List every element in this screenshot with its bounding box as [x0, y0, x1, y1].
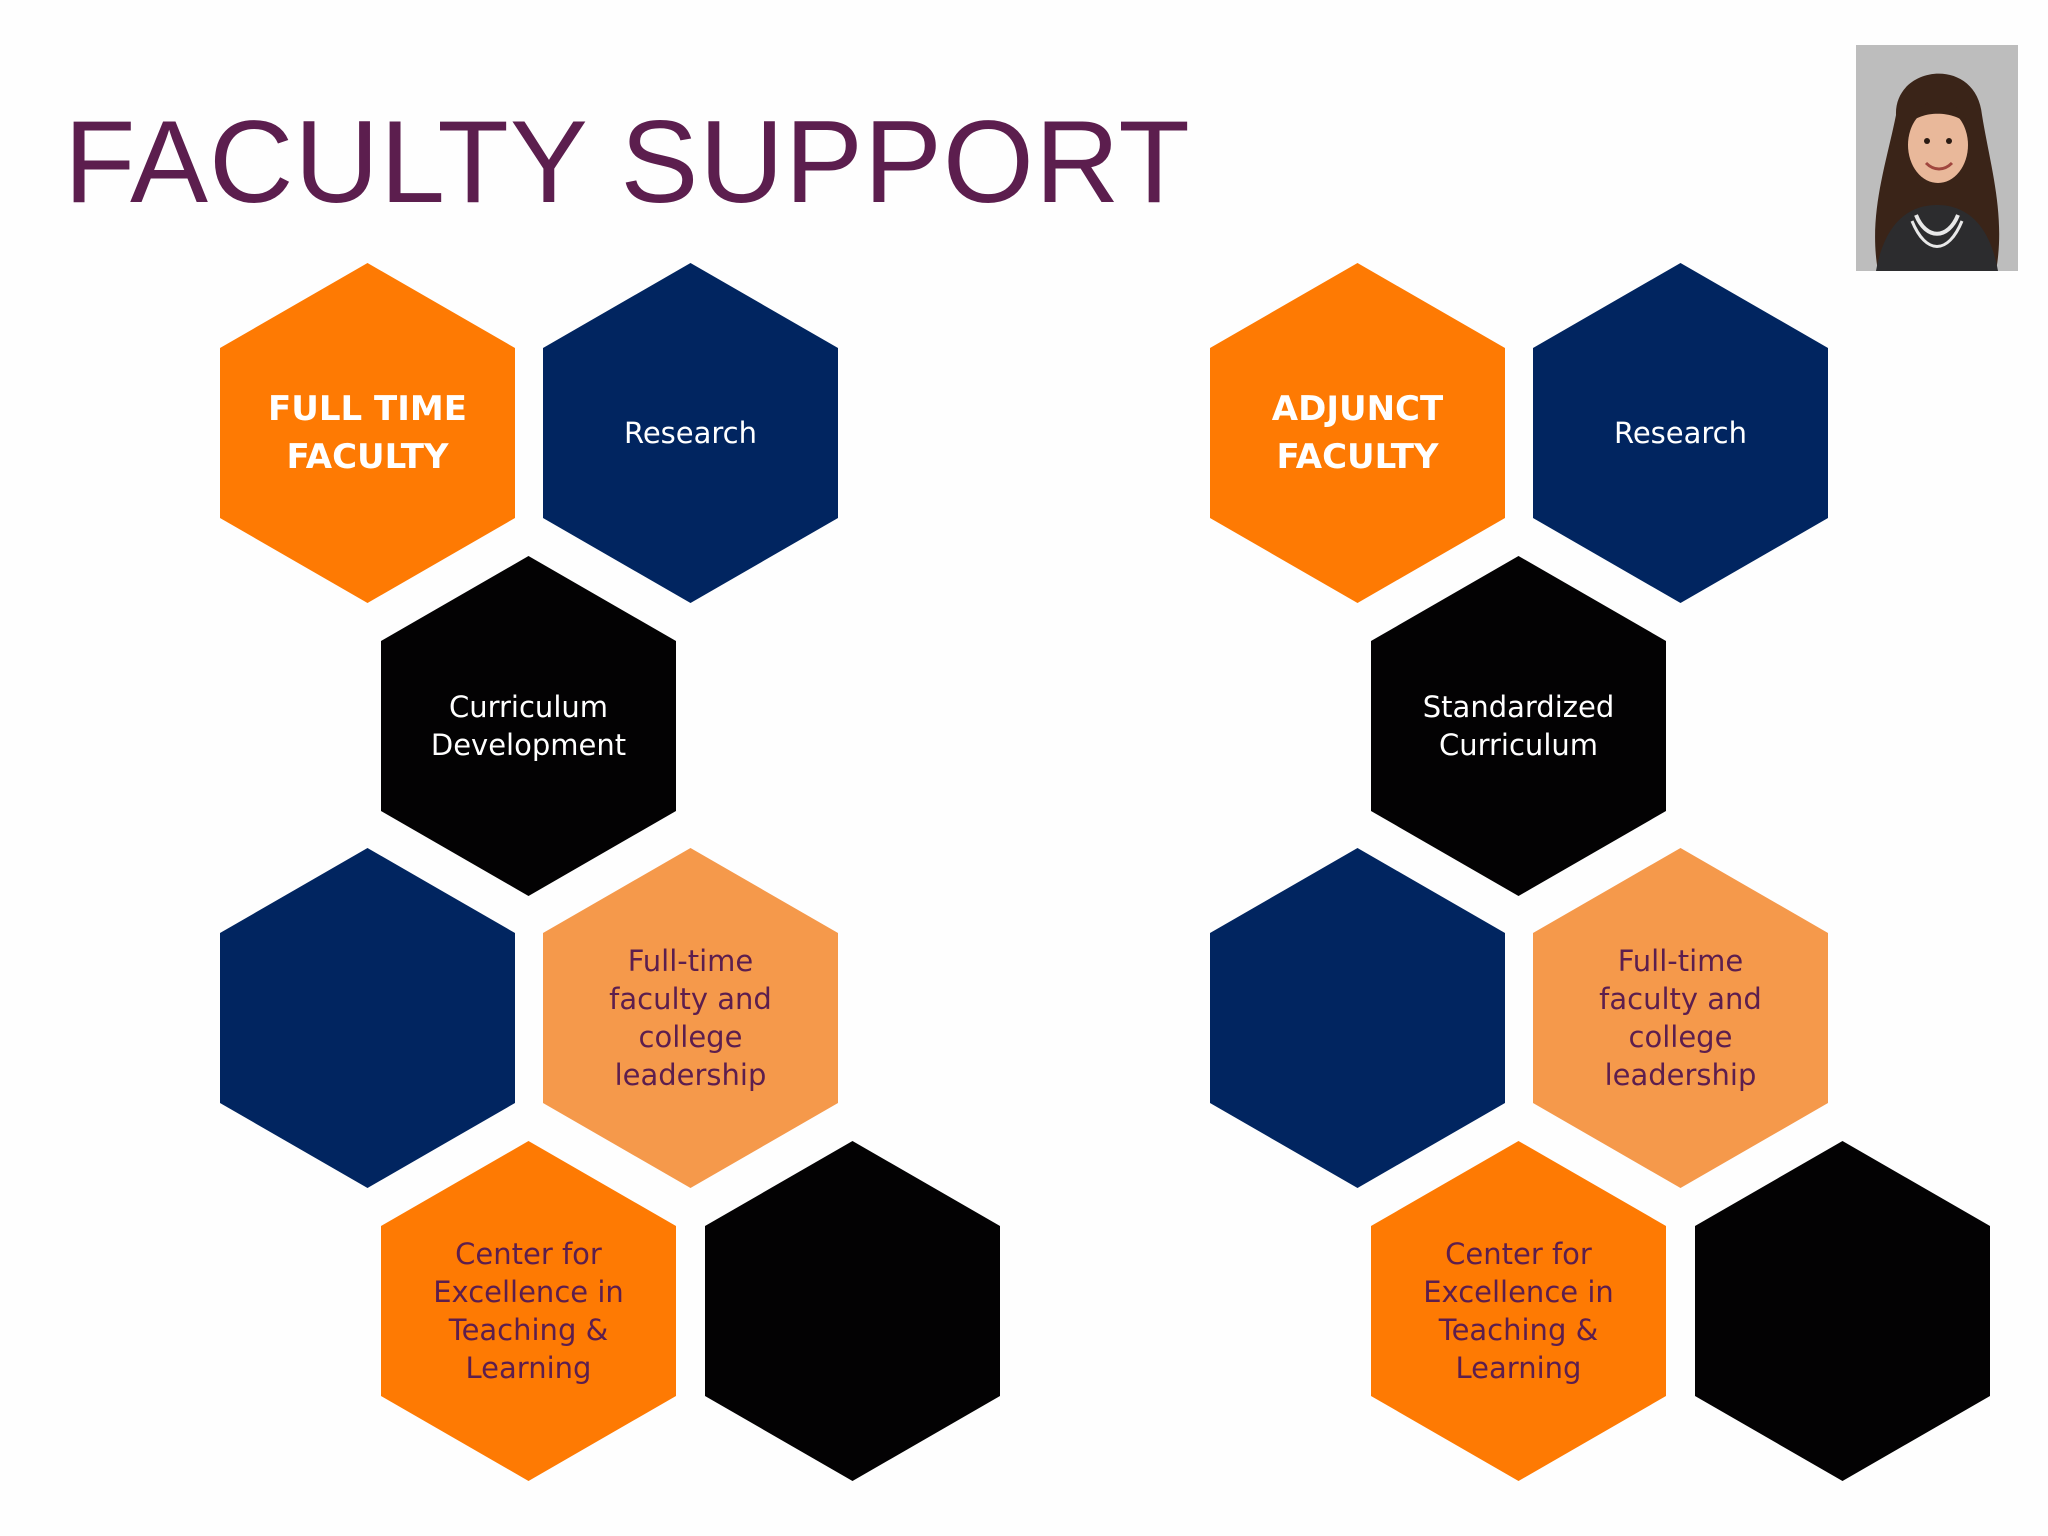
hex-label: Full-time faculty and college leadership	[609, 944, 772, 1092]
hex-adjunct-2: Research	[1533, 263, 1828, 603]
hex-label: ADJUNCT FACULTY	[1271, 389, 1444, 477]
hex-label: Curriculum Development	[430, 690, 627, 762]
hex-adjunct-header: ADJUNCT FACULTY	[1210, 263, 1505, 603]
hex-adjunct-7	[1695, 1141, 1990, 1481]
hex-full-time-5: Full-time faculty and college leadership	[543, 848, 838, 1188]
hex-full-time-6: Center for Excellence in Teaching & Lear…	[381, 1141, 676, 1481]
presenter-photo-icon	[1856, 45, 2018, 271]
hex-full-time-3: Curriculum Development	[381, 556, 676, 896]
hex-adjunct-4	[1210, 848, 1505, 1188]
hex-label: Full-time faculty and college leadership	[1599, 944, 1762, 1092]
hex-adjunct-5: Full-time faculty and college leadership	[1533, 848, 1828, 1188]
hex-full-time-2: Research	[543, 263, 838, 603]
hex-label: Research	[1613, 416, 1748, 450]
hex-adjunct-6: Center for Excellence in Teaching & Lear…	[1371, 1141, 1666, 1481]
hex-label: Center for Excellence in Teaching & Lear…	[1423, 1237, 1614, 1385]
slide-title: FACULTY SUPPORT	[64, 96, 1191, 227]
hex-label: Research	[623, 416, 758, 450]
hex-full-time-header: FULL TIME FACULTY	[220, 263, 515, 603]
hex-label: Center for Excellence in Teaching & Lear…	[433, 1237, 624, 1385]
hex-label: FULL TIME FACULTY	[268, 389, 467, 477]
hex-adjunct-3: Standardized Curriculum	[1371, 556, 1666, 896]
presenter-photo-graphic	[1856, 45, 2018, 271]
hex-full-time-7	[705, 1141, 1000, 1481]
hex-full-time-4	[220, 848, 515, 1188]
hex-label: Standardized Curriculum	[1422, 690, 1615, 762]
